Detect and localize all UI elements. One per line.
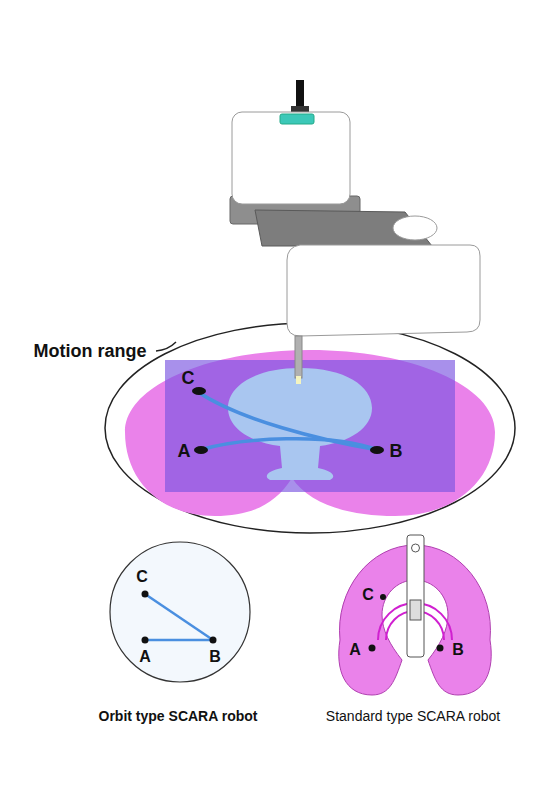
point-dot bbox=[142, 591, 149, 598]
orbit-range bbox=[165, 360, 455, 492]
point-dot bbox=[370, 446, 384, 454]
region-label: Motion range bbox=[34, 342, 147, 360]
point-dot bbox=[142, 637, 149, 644]
spindle bbox=[295, 336, 302, 378]
unreachable-zone bbox=[228, 368, 372, 480]
point-label: B bbox=[390, 442, 403, 460]
point-dot bbox=[194, 446, 208, 454]
joint bbox=[393, 216, 437, 240]
point-dot bbox=[380, 594, 386, 600]
path-line bbox=[145, 594, 213, 640]
orbit-range-circle bbox=[110, 542, 250, 682]
arm-top-view bbox=[407, 535, 424, 657]
point-label: B bbox=[452, 642, 464, 658]
point-label: A bbox=[178, 442, 191, 460]
path-line bbox=[198, 392, 378, 450]
arm-detail bbox=[410, 600, 421, 620]
path-line bbox=[200, 439, 378, 450]
spindle-tip bbox=[296, 376, 301, 384]
standard-range bbox=[125, 350, 495, 516]
point-label: C bbox=[362, 587, 374, 603]
robot-arm bbox=[287, 245, 480, 336]
point-dot bbox=[437, 645, 444, 652]
point-dot bbox=[192, 387, 206, 395]
point-label: B bbox=[209, 649, 221, 665]
point-label: A bbox=[139, 649, 151, 665]
base-indicator bbox=[280, 114, 314, 124]
path-line bbox=[145, 639, 213, 642]
caption-text: Standard type SCARA robot bbox=[326, 709, 500, 723]
point-label: C bbox=[136, 569, 148, 585]
point-dot bbox=[369, 645, 376, 652]
leader-line bbox=[156, 342, 176, 351]
robot-base bbox=[232, 112, 350, 204]
range-outline bbox=[105, 323, 515, 533]
caption-text: Orbit type SCARA robot bbox=[99, 709, 258, 723]
arm-detail bbox=[412, 544, 420, 552]
point-label: C bbox=[182, 369, 195, 387]
point-dot bbox=[210, 637, 217, 644]
point-label: A bbox=[349, 642, 361, 658]
cable bbox=[296, 80, 304, 110]
